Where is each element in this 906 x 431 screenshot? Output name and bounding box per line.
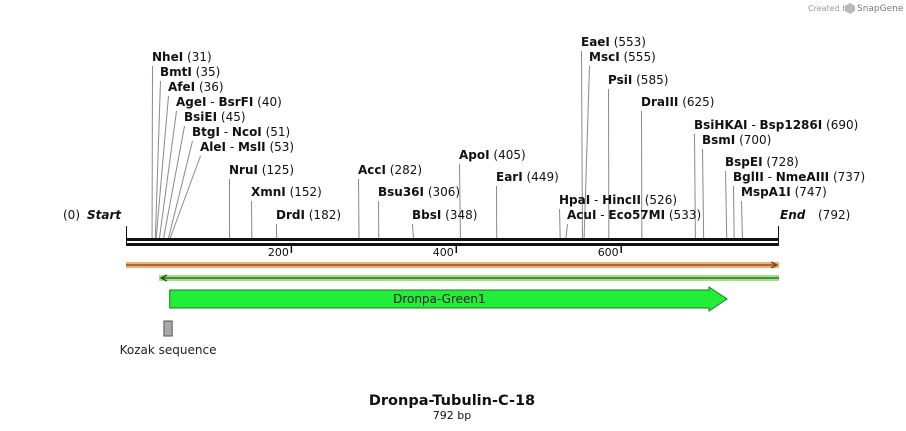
site-labels: NheI (31)BmtI (35)AfeI (36)AgeI - BsrFI … (152, 35, 865, 222)
site-line-afei (155, 95, 169, 239)
start-label: Start (87, 208, 122, 222)
site-label-acci[interactable]: AccI (282) (358, 163, 422, 177)
map-length: 792 bp (433, 409, 471, 422)
site-label-agei[interactable]: AgeI - BsrFI (40) (176, 95, 282, 109)
site-line-agei (158, 110, 177, 239)
site-line-mspa1i (741, 200, 743, 239)
site-label-eaei[interactable]: EaeI (553) (581, 35, 646, 49)
site-label-acui[interactable]: AcuI - Eco57MI (533) (567, 208, 701, 222)
tick-label: 200 (268, 246, 289, 259)
site-line-alei (169, 155, 201, 239)
map-title: Dronpa-Tubulin-C-18 (369, 393, 535, 409)
site-line-bspei (725, 170, 728, 239)
credit-brand: SnapGene (857, 4, 904, 14)
end-position: (792) (818, 208, 850, 222)
site-line-btgi (168, 140, 193, 239)
site-label-alei[interactable]: AleI - MslI (53) (200, 140, 294, 154)
end-label: End (780, 208, 806, 222)
orf-reverse-arrow-icon (159, 274, 779, 282)
site-line-hpai (559, 208, 561, 239)
snapgene-logo-icon (845, 3, 855, 14)
site-label-draiii[interactable]: DraIII (625) (641, 95, 714, 109)
site-label-bsiei[interactable]: BsiEI (45) (184, 110, 246, 124)
site-line-bmti (154, 80, 161, 239)
site-line-msci (583, 65, 590, 239)
site-label-apoi[interactable]: ApoI (405) (459, 148, 526, 162)
site-line-apoi (459, 163, 461, 239)
site-label-bglii[interactable]: BglII - NmeAIII (737) (733, 170, 865, 184)
site-label-nhei[interactable]: NheI (31) (152, 50, 212, 64)
site-label-afei[interactable]: AfeI (36) (168, 80, 224, 94)
site-line-bsiei (163, 125, 185, 239)
site-label-bsu36i[interactable]: Bsu36I (306) (378, 185, 460, 199)
orf-forward-arrow-icon (126, 261, 779, 269)
site-line-bglii (733, 185, 735, 239)
sequence-backbone (126, 226, 779, 246)
kozak-feature-label: Kozak sequence (120, 343, 217, 357)
site-label-bmti[interactable]: BmtI (35) (160, 65, 220, 79)
site-label-drdi[interactable]: DrdI (182) (276, 208, 341, 222)
site-line-bsihkai (694, 133, 696, 239)
tick-label: 400 (433, 246, 454, 259)
site-label-bbsi[interactable]: BbsI (348) (412, 208, 477, 222)
site-line-acci (358, 178, 360, 239)
site-label-bsihkai[interactable]: BsiHKAI - Bsp1286I (690) (694, 118, 858, 132)
site-label-msci[interactable]: MscI (555) (589, 50, 656, 64)
site-line-bsmi (702, 148, 705, 239)
cds-feature-label: Dronpa-Green1 (393, 292, 486, 306)
site-label-nrui[interactable]: NruI (125) (229, 163, 294, 177)
site-label-bspei[interactable]: BspEI (728) (725, 155, 799, 169)
site-label-xmni[interactable]: XmnI (152) (251, 185, 322, 199)
site-label-mspa1i[interactable]: MspA1I (747) (741, 185, 827, 199)
site-line-acui (565, 223, 568, 239)
site-label-bsmi[interactable]: BsmI (700) (702, 133, 771, 147)
tick-label: 600 (598, 246, 619, 259)
site-label-eari[interactable]: EarI (449) (496, 170, 559, 184)
site-label-psii[interactable]: PsiI (585) (608, 73, 668, 87)
axis-ticks: 200 400 600 (268, 246, 622, 259)
site-line-bbsi (412, 223, 414, 239)
site-line-eaei (581, 50, 583, 239)
site-lines (151, 50, 743, 239)
credit-prefix: Created by (808, 4, 852, 13)
cds-feature-arrow[interactable] (169, 286, 728, 312)
kozak-feature[interactable] (163, 320, 173, 337)
site-label-btgi[interactable]: BtgI - NcoI (51) (192, 125, 290, 139)
site-label-hpai[interactable]: HpaI - HincII (526) (559, 193, 677, 207)
start-position: (0) (63, 208, 80, 222)
